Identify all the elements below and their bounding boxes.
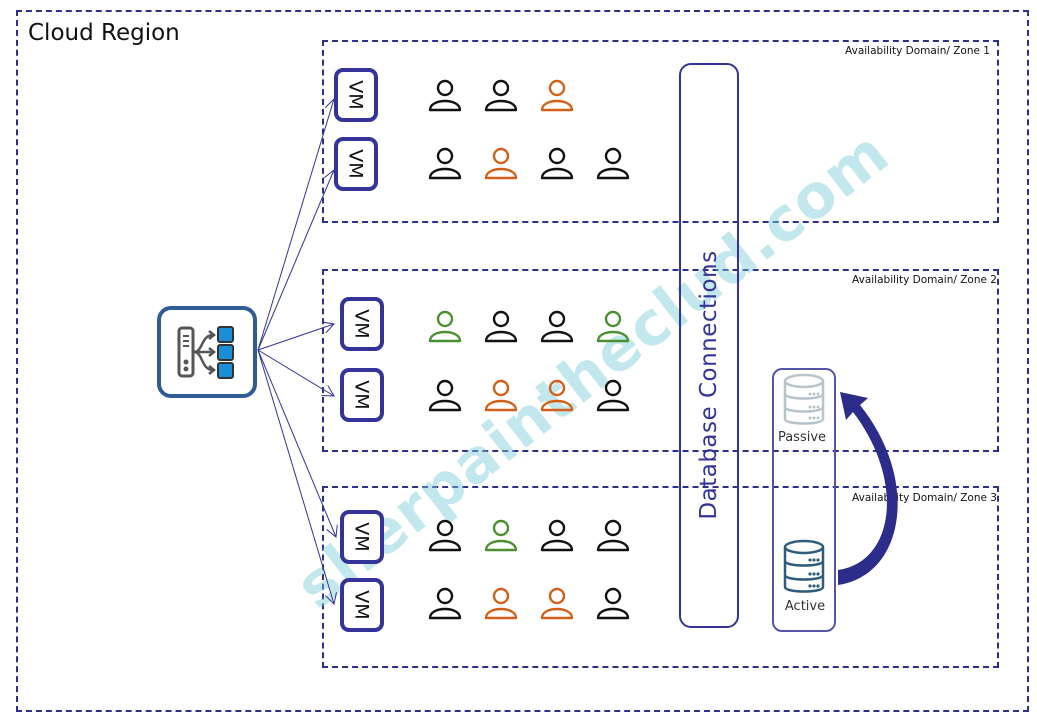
user-icon [484,519,518,552]
vm-label: VM [350,590,373,620]
zone-2-label: Availability Domain/ Zone 2 [852,274,997,286]
passive-database-icon [783,373,825,425]
vm-label: VM [344,80,367,110]
user-icon [428,519,462,552]
user-icon [540,147,574,180]
load-balancer-icon [177,326,234,379]
active-label: Active [784,599,826,614]
vm-label: VM [350,309,373,339]
user-icon [540,379,574,412]
connector-vm-3 [257,324,334,351]
database-connections-label: Database Connections [696,250,722,520]
user-icon [484,310,518,343]
cloud-region [16,10,1029,712]
user-icon [484,147,518,180]
user-icon [540,79,574,112]
database-connections [679,63,739,628]
load-balancer[interactable] [157,306,257,398]
active-database-icon [783,539,825,593]
connector-vm-6 [257,349,334,604]
vm-zone3-1[interactable]: VM [340,510,384,564]
vm-zone1-2[interactable]: VM [334,137,378,191]
user-icon [596,147,630,180]
connector-vm-4 [257,349,334,396]
user-icon [428,379,462,412]
user-icon [540,519,574,552]
zone-1 [322,40,999,223]
user-icon [596,379,630,412]
zone-1-label: Availability Domain/ Zone 1 [845,45,990,57]
user-icon [484,587,518,620]
connector-vm-1 [257,99,334,351]
user-icon [540,310,574,343]
user-icon [540,587,574,620]
user-icon [428,587,462,620]
connector-vm-5 [257,349,336,537]
vm-zone2-1[interactable]: VM [340,297,384,351]
vm-label: VM [350,522,373,552]
user-icon [596,310,630,343]
user-icon [596,587,630,620]
zone-3 [322,486,999,668]
vm-zone3-2[interactable]: VM [340,578,384,632]
user-icon [428,310,462,343]
user-icon [428,147,462,180]
vm-zone1-1[interactable]: VM [334,68,378,122]
database-cluster [772,368,836,632]
user-icon [484,379,518,412]
vm-label: VM [350,380,373,410]
user-icon [428,79,462,112]
passive-label: Passive [777,430,827,445]
vm-label: VM [344,149,367,179]
connector-vm-2 [257,170,334,351]
vm-zone2-2[interactable]: VM [340,368,384,422]
zone-2 [322,269,999,452]
curved-arrow-icon [838,392,898,585]
user-icon [596,519,630,552]
region-title: Cloud Region [28,20,180,46]
user-icon [484,79,518,112]
